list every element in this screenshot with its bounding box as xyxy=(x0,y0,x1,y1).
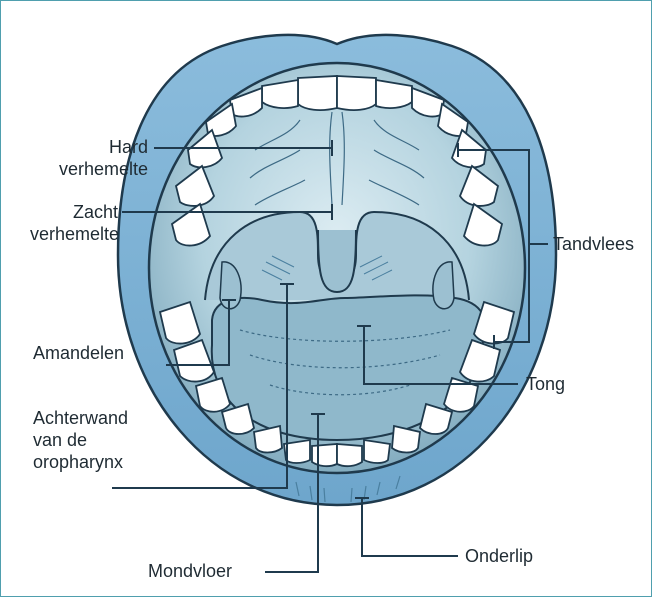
uvula xyxy=(318,230,356,292)
label-gums: Tandvlees xyxy=(553,233,634,255)
label-floor-of-mouth: Mondvloer xyxy=(148,560,232,582)
label-soft-palate: Zacht verhemelte xyxy=(30,201,118,245)
label-tongue: Tong xyxy=(526,373,565,395)
leader-lower-lip xyxy=(355,498,458,556)
label-tonsils: Amandelen xyxy=(33,342,124,364)
label-lower-lip: Onderlip xyxy=(465,545,533,567)
label-hard-palate: Hard verhemelte xyxy=(30,136,148,180)
label-oropharynx: Achterwand van de oropharynx xyxy=(33,407,128,473)
